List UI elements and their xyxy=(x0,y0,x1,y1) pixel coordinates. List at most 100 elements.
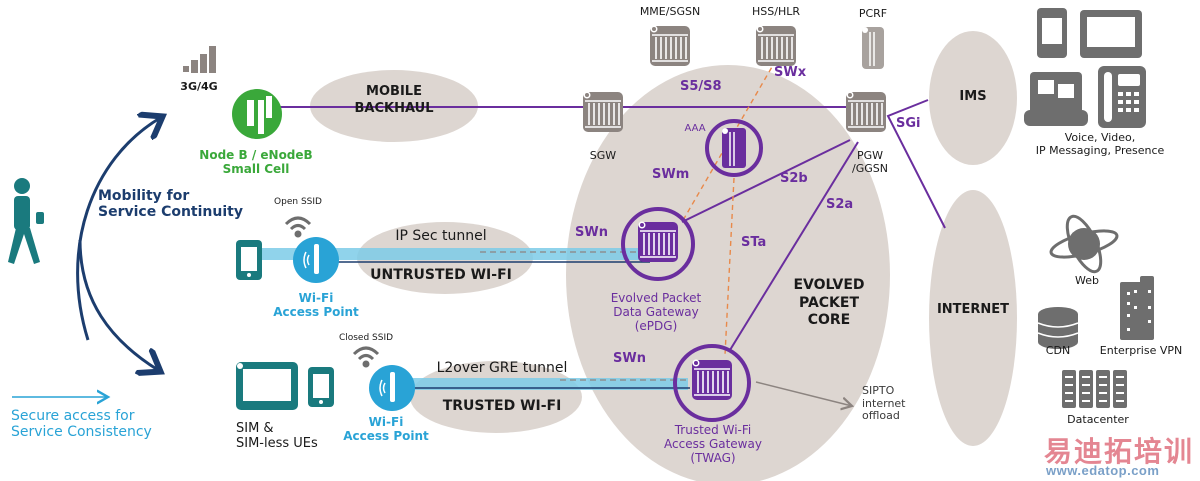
twag-icon xyxy=(673,344,751,422)
sgw-icon xyxy=(582,90,624,133)
twag-label-line3: (TWAG) xyxy=(690,450,736,465)
epdg-label-line3: (ePDG) xyxy=(634,318,678,333)
ims-devices-icons xyxy=(1024,8,1146,128)
mobility-label-line1: Mobility for xyxy=(98,188,190,204)
mme-sgsn-icon xyxy=(649,24,691,67)
link-s2a xyxy=(729,141,859,351)
ims-services-line2: IP Messaging, Presence xyxy=(1035,143,1165,157)
phone-icon xyxy=(236,240,262,280)
ap-closed-label-line1: Wi-Fi xyxy=(368,415,404,429)
enterprise-vpn-label: Enterprise VPN xyxy=(1099,344,1183,357)
ues-label-line1: SIM & xyxy=(236,421,274,436)
sipto-label: SIPTO internet offload xyxy=(862,384,906,423)
open-ssid-label: Open SSID xyxy=(274,197,322,207)
trusted-tunnel-band xyxy=(412,378,688,390)
nodeb-icon xyxy=(232,89,282,139)
iface-swx: SWx xyxy=(774,65,807,80)
web-globe-icon xyxy=(1049,214,1119,274)
ap-open-label: Wi-Fi Access Point xyxy=(273,291,359,320)
wifi-ap-closed-icon xyxy=(369,365,415,411)
untrusted-wifi-label: UNTRUSTED WI-FI xyxy=(370,267,512,283)
link-sta xyxy=(724,177,735,356)
aaa-label: AAA xyxy=(684,123,706,134)
signal-bars-icon xyxy=(183,46,216,73)
wifi-ap-open-icon xyxy=(293,237,339,283)
wifi-signal-closed-icon xyxy=(352,346,380,368)
nodeb-label: Node B / eNodeB Small Cell xyxy=(199,148,313,177)
cdn-database-icon xyxy=(1037,307,1079,349)
ipsec-tunnel-label: IP Sec tunnel xyxy=(395,228,487,244)
mme-sgsn-label: MME/SGSN xyxy=(639,5,701,18)
datacenter-label: Datacenter xyxy=(1067,413,1129,426)
pgw-label: PGW /GGSN xyxy=(852,149,888,175)
pgw-icon xyxy=(845,90,887,133)
enterprise-building-icon xyxy=(1120,276,1154,340)
pgw-label-line1: PGW xyxy=(856,149,884,162)
iface-sta: STa xyxy=(741,235,767,250)
signal-label: 3G/4G xyxy=(180,80,218,93)
ues-label: SIM & SIM-less UEs xyxy=(236,421,318,452)
link-sgi xyxy=(886,99,946,229)
iface-s2a: S2a xyxy=(826,197,854,212)
gre-tunnel-label: L2over GRE tunnel xyxy=(436,360,568,376)
closed-ssid-label: Closed SSID xyxy=(338,333,394,343)
ap-open-label-line2: Access Point xyxy=(273,304,359,319)
pcrf-icon xyxy=(862,27,884,69)
ims-blob xyxy=(929,31,1017,165)
ap-open-label-line1: Wi-Fi xyxy=(298,291,334,305)
backhaul-label-line2: BACKHAUL xyxy=(354,100,434,116)
mobility-label: Mobility for Service Continuity xyxy=(98,188,243,220)
secure-label-line1: Secure access for xyxy=(11,408,135,424)
sipto-label-line2: internet xyxy=(862,396,906,410)
sipto-arrow xyxy=(755,381,852,406)
secure-label-line2: Service Consistency xyxy=(11,424,152,441)
web-label: Web xyxy=(1075,274,1099,287)
cdn-label: CDN xyxy=(1045,344,1071,357)
hss-hlr-icon xyxy=(755,24,797,67)
iface-s5s8: S5/S8 xyxy=(680,79,722,94)
epdg-label: Evolved Packet Data Gateway (ePDG) xyxy=(610,291,702,333)
epc-blob xyxy=(566,65,890,481)
iface-sgi: SGi xyxy=(896,116,921,131)
phone-2-icon xyxy=(308,367,334,407)
sipto-label-line3: offload xyxy=(862,409,900,423)
nodeb-label-line2: Small Cell xyxy=(222,161,290,176)
mobility-label-line2: Service Continuity xyxy=(98,204,243,221)
sgw-label: SGW xyxy=(589,149,617,162)
watermark-url: www.edatop.com xyxy=(1046,463,1160,478)
hss-hlr-label: HSS/HLR xyxy=(752,5,800,18)
twag-label: Trusted Wi-Fi Access Gateway (TWAG) xyxy=(664,423,762,465)
ims-services-label: Voice, Video, IP Messaging, Presence xyxy=(1035,131,1165,157)
ims-services-line1: Voice, Video, xyxy=(1064,131,1136,144)
ap-closed-label: Wi-Fi Access Point xyxy=(343,415,429,444)
epdg-label-line2: Data Gateway xyxy=(613,304,699,319)
iface-swn-1: SWn xyxy=(575,225,608,240)
iface-swn-2: SWn xyxy=(613,351,646,366)
epdg-icon xyxy=(621,207,695,281)
trusted-wifi-label: TRUSTED WI-FI xyxy=(442,398,562,414)
iface-s2b: S2b xyxy=(780,171,808,186)
internet-blob xyxy=(929,190,1017,446)
twag-label-line1: Trusted Wi-Fi xyxy=(674,423,752,437)
backhaul-label-line1: MOBILE xyxy=(366,84,422,99)
aaa-icon xyxy=(705,119,763,177)
pcrf-label: PCRF xyxy=(858,7,888,20)
ims-label: IMS xyxy=(959,89,987,104)
mobility-arc-lower xyxy=(78,239,158,370)
sipto-label-line1: SIPTO xyxy=(862,384,895,397)
epc-title-line2: PACKET xyxy=(798,294,860,311)
epc-title-line3: CORE xyxy=(807,312,851,328)
nodeb-label-line1: Node B / eNodeB xyxy=(199,148,313,162)
twag-label-line2: Access Gateway xyxy=(664,436,762,451)
secure-access-label: Secure access for Service Consistency xyxy=(11,408,152,440)
wifi-signal-open-icon xyxy=(284,216,312,238)
link-s2b xyxy=(681,139,851,223)
internet-label: INTERNET xyxy=(936,302,1010,317)
iface-swm: SWm xyxy=(652,167,690,182)
epdg-label-line1: Evolved Packet xyxy=(610,291,702,305)
datacenter-icon xyxy=(1062,370,1127,408)
tablet-icon xyxy=(236,362,298,410)
ues-label-line2: SIM-less UEs xyxy=(236,435,318,451)
epc-title-line1: EVOLVED xyxy=(793,277,865,293)
